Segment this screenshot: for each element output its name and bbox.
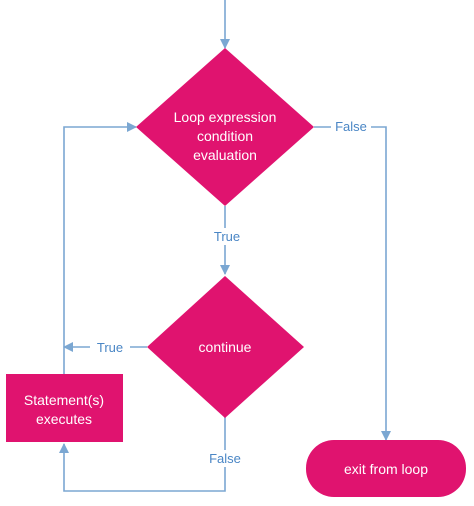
edge-line [314,126,391,441]
loop-condition-line-1: Loop expression [174,109,277,125]
edge-label-background [205,450,245,467]
loop-condition-line-2: condition [197,128,253,144]
node-continue: continue [147,276,304,418]
edge-label-false-statements: False [209,451,241,466]
edge-label-false-exit: False [335,119,367,134]
edge-loop-condition-true-to-continue: True [209,206,245,275]
edge-label-true-continue: True [214,229,240,244]
edge-loop-condition-false-to-exit: False [314,118,391,441]
node-exit: exit from loop [306,440,466,497]
statements-box [6,374,123,442]
edge-line [63,122,137,374]
edge-label-background [209,228,245,245]
edge-label-background [331,118,371,135]
loop-condition-line-3: evaluation [193,147,257,163]
statements-line-2: executes [36,411,92,427]
exit-box [306,440,466,497]
edge-continue-false-to-statements: False [59,417,245,492]
continue-diamond [147,276,304,418]
statements-line-1: Statement(s) [24,392,104,408]
edge-continue-true-to-loop-condition: True [63,122,147,374]
continue-label: continue [199,339,252,355]
exit-label: exit from loop [344,461,428,477]
edge-label-background [90,339,130,356]
node-statements: Statement(s) executes [6,374,123,442]
edge-label-true-loop-back: True [97,340,123,355]
node-loop-condition: Loop expression condition evaluation [136,48,314,206]
loop-condition-diamond [136,48,314,206]
